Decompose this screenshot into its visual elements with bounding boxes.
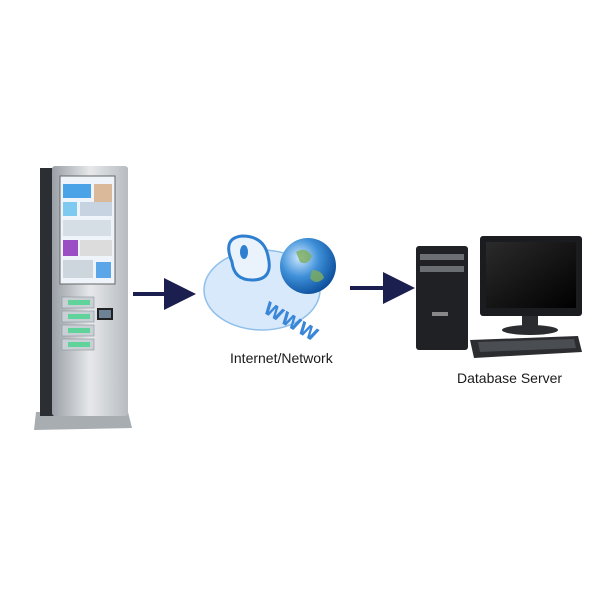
- desktop-computer-icon: [416, 236, 582, 358]
- server-label: Database Server: [457, 370, 563, 386]
- www-globe-mouse-icon: WWW: [203, 234, 336, 346]
- kiosk-icon: [34, 166, 132, 430]
- network-label: Internet/Network: [230, 350, 333, 366]
